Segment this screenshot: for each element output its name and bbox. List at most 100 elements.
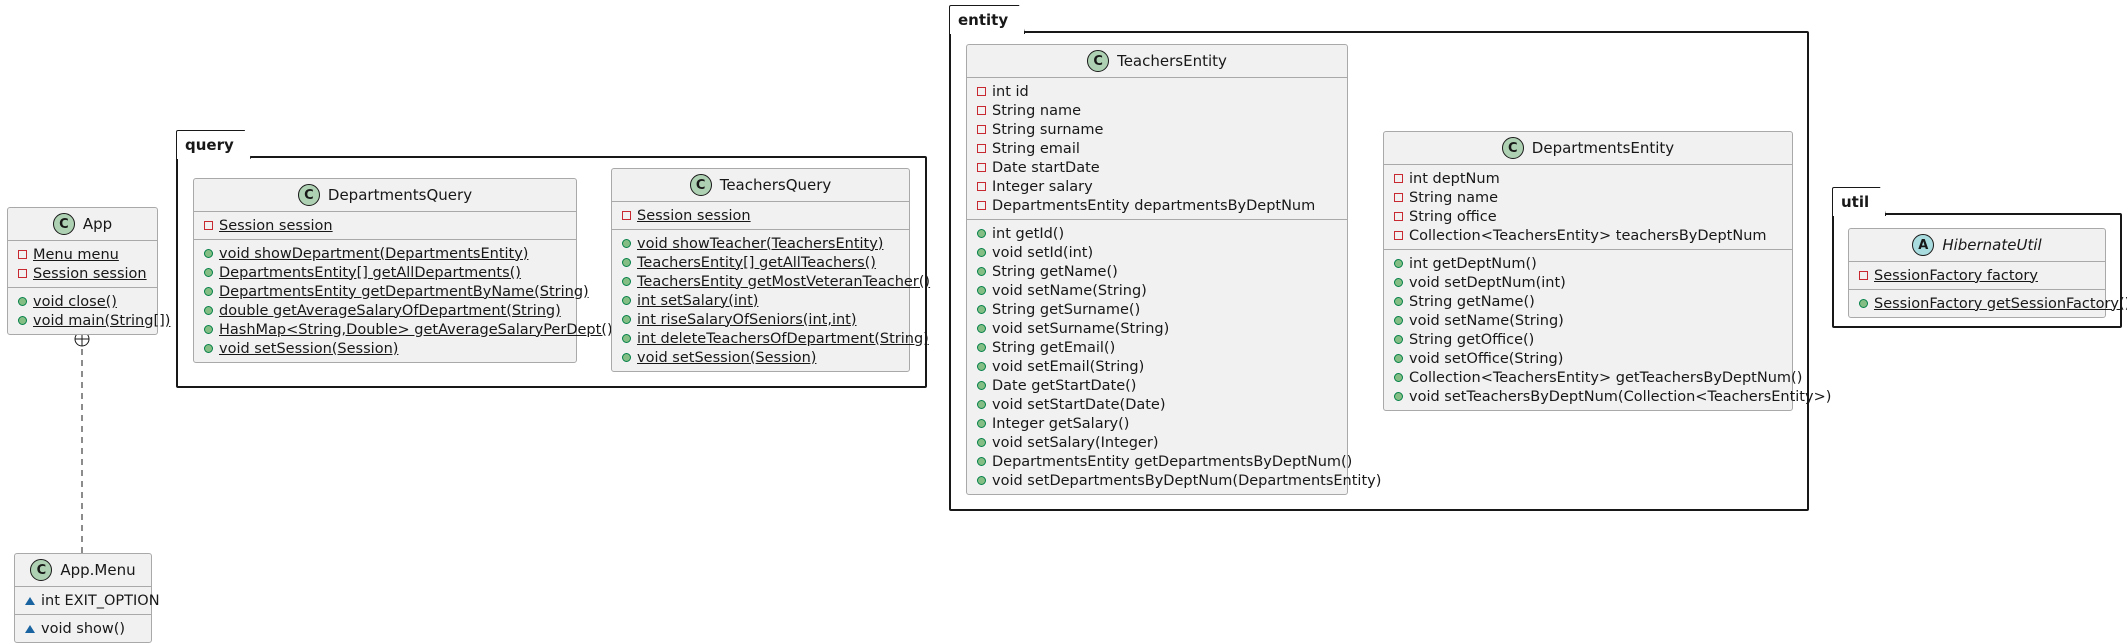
method: int setSalary(int) [637, 292, 759, 309]
public-icon [622, 277, 631, 286]
private-icon [204, 221, 213, 230]
public-icon [977, 419, 986, 428]
method: int riseSalaryOfSeniors(int,int) [637, 311, 857, 328]
method: void setStartDate(Date) [992, 396, 1166, 413]
public-icon [977, 400, 986, 409]
class-badge-icon: C [1501, 137, 1524, 159]
public-icon [622, 258, 631, 267]
method: HashMap<String,Double> getAverageSalaryP… [219, 321, 613, 338]
private-icon [977, 106, 986, 115]
method: void setSalary(Integer) [992, 434, 1159, 451]
public-icon [977, 324, 986, 333]
public-icon [622, 353, 631, 362]
private-icon [977, 201, 986, 210]
package-label: entity [949, 5, 1025, 34]
public-icon [1394, 335, 1403, 344]
public-icon [977, 362, 986, 371]
package-visibility-icon [25, 624, 35, 633]
method: void show() [41, 620, 126, 637]
method: void setSession(Session) [219, 340, 399, 357]
public-icon [204, 287, 213, 296]
method: int getDeptNum() [1409, 255, 1537, 272]
field: Collection<TeachersEntity> teachersByDep… [1409, 227, 1767, 244]
field: Menu menu [33, 246, 119, 263]
method: Date getStartDate() [992, 377, 1137, 394]
method: String getName() [992, 263, 1118, 280]
class-badge-icon: C [689, 174, 712, 196]
public-icon [622, 315, 631, 324]
field: int id [992, 83, 1029, 100]
public-icon [1394, 259, 1403, 268]
public-icon [622, 296, 631, 305]
public-icon [977, 286, 986, 295]
package-visibility-icon [25, 596, 35, 605]
method: void setTeachersByDeptNum(Collection<Tea… [1409, 388, 1832, 405]
method: void setDeptNum(int) [1409, 274, 1566, 291]
method: void main(String[]) [33, 312, 171, 329]
field: String surname [992, 121, 1104, 138]
class-name: App [82, 215, 113, 233]
method: TeachersEntity[] getAllTeachers() [637, 254, 876, 271]
method: void showTeacher(TeachersEntity) [637, 235, 884, 252]
package-label: query [176, 130, 251, 159]
field: Integer salary [992, 178, 1093, 195]
class-teachers-query[interactable]: C TeachersQuery Session session void show… [611, 168, 930, 372]
public-icon [18, 297, 27, 306]
method: void setSurname(String) [992, 320, 1170, 337]
method: DepartmentsEntity getDepartmentsByDeptNu… [992, 453, 1353, 470]
field: String name [992, 102, 1082, 119]
public-icon [204, 325, 213, 334]
private-icon [977, 125, 986, 134]
abstract-badge-icon: A [1912, 234, 1935, 256]
public-icon [977, 229, 986, 238]
public-icon [1394, 278, 1403, 287]
public-icon [1859, 299, 1868, 308]
field: Session session [33, 265, 147, 282]
method: String getSurname() [992, 301, 1141, 318]
public-icon [977, 267, 986, 276]
field: String email [992, 140, 1080, 157]
method: void showDepartment(DepartmentsEntity) [219, 245, 529, 262]
public-icon [977, 476, 986, 485]
private-icon [977, 87, 986, 96]
method: void setName(String) [1409, 312, 1564, 329]
public-icon [204, 344, 213, 353]
method: String getOffice() [1409, 331, 1535, 348]
class-name: TeachersEntity [1117, 52, 1227, 70]
private-icon [1394, 231, 1403, 240]
method: int deleteTeachersOfDepartment(String) [637, 330, 929, 347]
public-icon [977, 305, 986, 314]
package-label: util [1832, 187, 1886, 216]
private-icon [977, 163, 986, 172]
field: int deptNum [1409, 170, 1500, 187]
public-icon [204, 249, 213, 258]
field: Date startDate [992, 159, 1100, 176]
method: String getName() [1409, 293, 1535, 310]
private-icon [1394, 193, 1403, 202]
method: void setOffice(String) [1409, 350, 1564, 367]
public-icon [1394, 297, 1403, 306]
class-name: TeachersQuery [719, 176, 832, 194]
public-icon [1394, 373, 1403, 382]
field: SessionFactory factory [1874, 267, 2038, 284]
public-icon [1394, 316, 1403, 325]
field: int EXIT_OPTION [41, 592, 160, 609]
field: String name [1409, 189, 1499, 206]
method: void setEmail(String) [992, 358, 1145, 375]
method: SessionFactory getSessionFactory() [1874, 295, 2127, 312]
class-name: App.Menu [60, 561, 136, 579]
public-icon [1394, 354, 1403, 363]
method: void setName(String) [992, 282, 1147, 299]
method: int getId() [992, 225, 1065, 242]
public-icon [622, 334, 631, 343]
field: Session session [637, 207, 751, 224]
private-icon [18, 250, 27, 259]
public-icon [1394, 392, 1403, 401]
